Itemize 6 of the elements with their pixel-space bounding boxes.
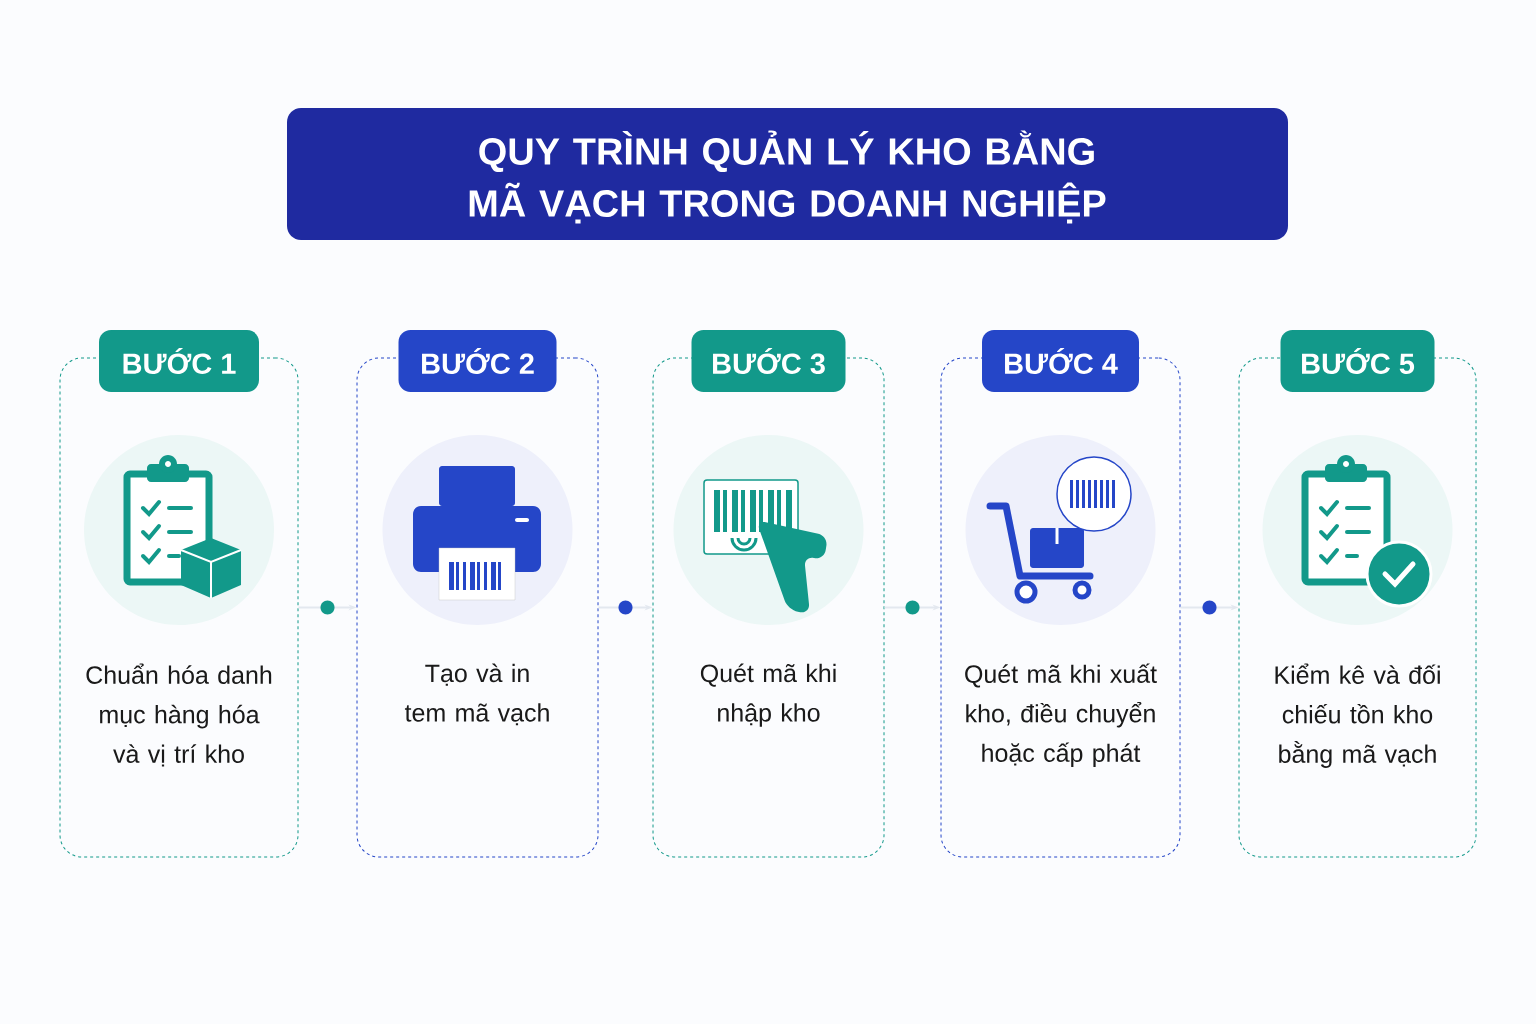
step-card: BƯỚC 1 Chuẩn hóa danh mục hàng hóa và vị trí kho: [59, 330, 299, 858]
step-card: BƯỚC 4 Quét mã khi xuất kho, điều chuyển hoặc cấp phát: [940, 330, 1181, 858]
step-card: BƯỚC 3 Quét mã khi nhập kho: [652, 330, 885, 858]
step-card: BƯỚC 2 Tạo và in tem mã vạch: [356, 330, 599, 858]
title-banner: QUY TRÌNH QUẢN LÝ KHO BẰNG MÃ VẠCH TRONG DOANH NGHIỆP: [287, 108, 1288, 240]
step-card: BƯỚC 5 Kiểm kê và đối chiếu tồn kho bằng mã vạch: [1238, 330, 1477, 858]
